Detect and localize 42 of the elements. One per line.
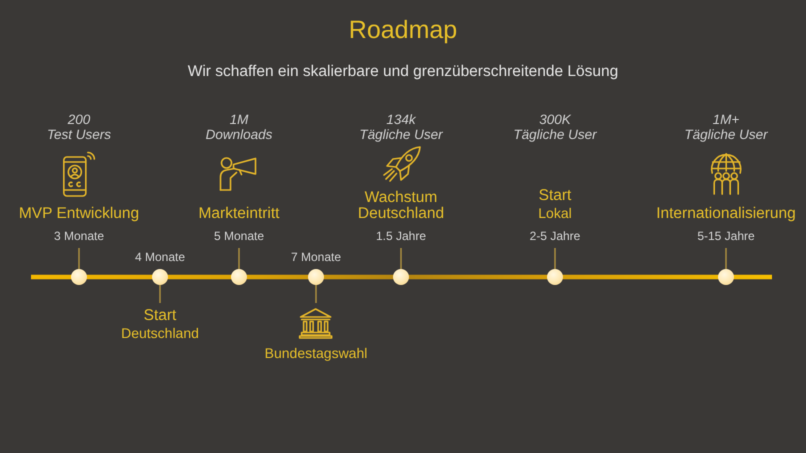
- leader-line: [159, 285, 161, 303]
- metric-value: 200: [68, 112, 90, 127]
- metric-label: Test Users: [46, 127, 111, 142]
- metric-value: 134k: [386, 112, 416, 127]
- duration-label: 2-5 Jahre: [530, 229, 580, 243]
- diagram-title: Roadmap: [348, 15, 458, 45]
- metric-value: 300K: [539, 112, 571, 127]
- milestone-subtitle: Deutschland: [121, 325, 199, 342]
- leader-line: [554, 248, 556, 269]
- timeline-dot: [152, 269, 168, 285]
- milestone-title: MVP Entwicklung: [18, 206, 140, 222]
- duration-label: 5-15 Jahre: [697, 229, 755, 243]
- metric-label: Downloads: [206, 127, 272, 142]
- duration-label: 4 Monate: [134, 250, 186, 264]
- start-label: Start: [144, 307, 176, 325]
- milestone-subtitle: Lokal: [538, 205, 572, 222]
- metric-label: Tägliche User: [359, 127, 443, 142]
- duration-label: 3 Monate: [54, 229, 104, 243]
- timeline-dot: [71, 269, 87, 285]
- timeline-dot: [393, 269, 409, 285]
- milestone-title: Markteintritt: [198, 206, 280, 222]
- metric-value: 1M: [230, 112, 248, 127]
- timeline-dot: [547, 269, 563, 285]
- leader-line: [238, 248, 240, 269]
- duration-label: 1.5 Jahre: [376, 229, 426, 243]
- metric-label: Tägliche User: [684, 127, 768, 142]
- timeline-dot: [718, 269, 734, 285]
- milestone-subtitle: Bundestagswahl: [264, 345, 368, 362]
- subtitle: Wir schaffen ein skalierbare und grenzüberschreitende Lösung: [188, 63, 618, 81]
- leader-line: [78, 248, 80, 269]
- metric-value: 1M+: [712, 112, 740, 127]
- timeline-dot: [231, 269, 247, 285]
- timeline-dot: [308, 269, 324, 285]
- start-label: Start: [538, 187, 572, 205]
- milestone-title: Internationalisierung: [656, 206, 796, 222]
- milestone-title: Wachstum Deutschland: [356, 190, 446, 222]
- duration-label: 5 Monate: [214, 229, 264, 243]
- leader-line: [725, 248, 727, 269]
- metric-label: Tägliche User: [513, 127, 597, 142]
- leader-line: [400, 248, 402, 269]
- leader-line: [315, 285, 317, 303]
- duration-label: 7 Monate: [290, 250, 342, 264]
